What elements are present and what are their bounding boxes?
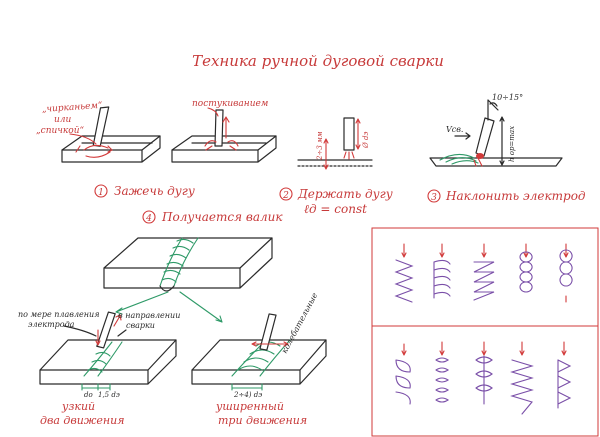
narrow-caption-sub: два движения [40,414,125,427]
svg-text:электрода: электрода [28,320,75,329]
narrow-bead-labels: по мере плавления электрода в направлени… [18,310,180,427]
step1-scratch-figure [61,106,161,163]
weave-pattern-triangle [473,243,495,301]
weave-pattern-figure8 [435,341,449,403]
svg-text:Наклонить электрод: Наклонить электрод [445,189,586,203]
step3-caption: 3 Наклонить электрод [427,189,586,203]
step2-arc-length-figure: 2÷3 мм Ø dэ [297,117,373,170]
step1-callout-left: „чирканьем“ или „спичкой“ [36,100,103,145]
step1-tapping-figure [171,109,277,163]
step1-callout-right: постукиванием [192,99,268,109]
svg-text:ℓд = const: ℓд = const [304,202,367,216]
weave-pattern-crescent [433,243,451,299]
svg-text:1,5 dэ: 1,5 dэ [98,391,120,399]
step1-caption: 1 Зажечь дугу [94,184,195,198]
svg-text:Зажечь дугу: Зажечь дугу [114,184,195,198]
step4-caption: 4 Получается валик [142,210,283,224]
svg-text:1: 1 [98,188,104,198]
narrow-bead-figure: do 1,5 dэ [39,311,177,399]
weave-pattern-crossloop [475,341,493,405]
weave-pattern-bracket [557,341,572,409]
weave-pattern-hook [395,343,411,405]
weave-pattern-loop [519,243,533,293]
step3-angle: 10÷15° [492,93,523,102]
svg-text:по мере плавления: по мере плавления [18,310,100,319]
step3-speed: Vсв. [446,125,463,134]
step3-tilt-figure: 10÷15° Vсв. h ор=max [429,93,563,167]
step2-dim-arc: 2÷3 мм [316,131,324,161]
narrow-caption: узкий [61,400,95,413]
svg-text:Получается валик: Получается валик [161,210,283,224]
weave-pattern-circle [559,243,573,303]
wide-bead-figure: 2÷4) dэ колебательные уширенный три движ… [191,291,327,427]
weave-pattern-serrated [510,341,534,415]
svg-text:„чирканьем“: „чирканьем“ [41,100,103,115]
svg-text:2÷4) dэ: 2÷4) dэ [233,391,262,399]
svg-text:4: 4 [145,214,152,224]
svg-text:Держать дугу: Держать дугу [297,187,393,201]
svg-text:2: 2 [282,191,289,201]
svg-text:„спичкой“: „спичкой“ [36,125,84,136]
bead-plate-figure [103,237,273,323]
wide-caption-sub: три движения [218,414,307,427]
svg-text:do: do [84,391,93,399]
weave-pattern-zigzag [394,243,414,303]
step2-dim-d: Ø dэ [362,132,370,149]
svg-text:в направлении: в направлении [118,311,180,320]
wide-caption: уширенный [215,400,284,413]
step3-height: h ор=max [508,126,516,162]
svg-text:сварки: сварки [126,321,155,330]
svg-text:или: или [54,115,72,125]
diagram-title: Техника ручной дуговой сварки [192,52,444,70]
step2-caption: 2 Держать дугу ℓд = const [279,187,393,216]
weave-pattern-panel [371,227,599,437]
svg-text:3: 3 [431,193,437,203]
